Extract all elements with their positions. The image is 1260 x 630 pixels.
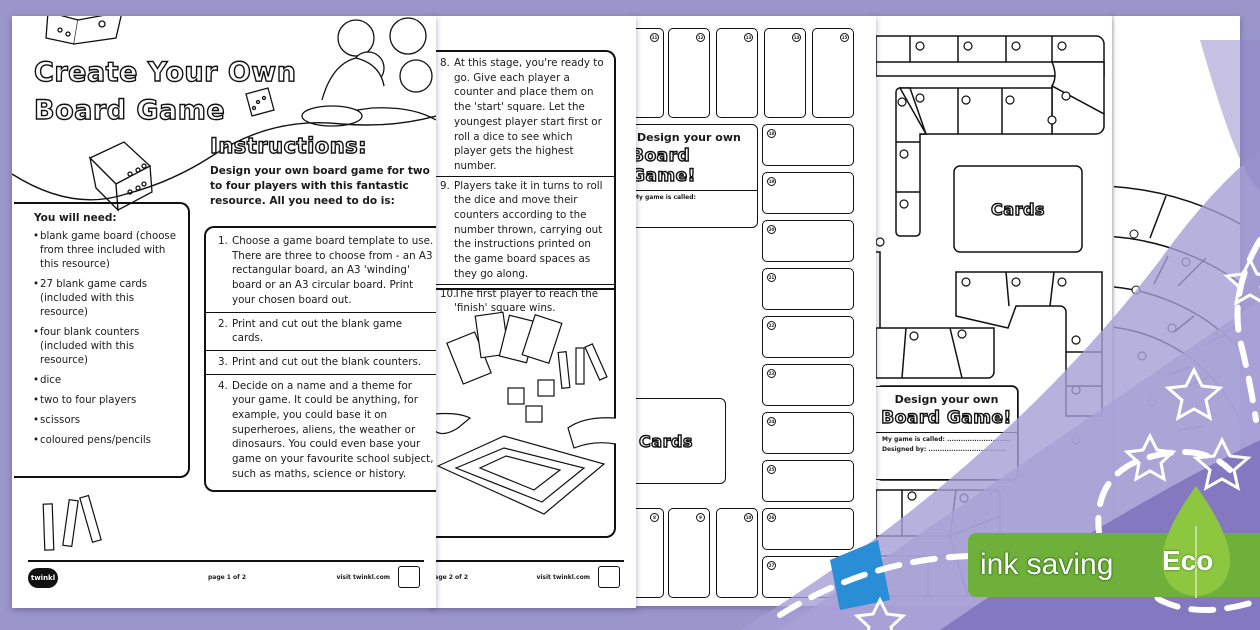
game-card: 25: [762, 460, 854, 502]
game-card: 24: [762, 412, 854, 454]
game-cards-page: 11 12 13 14 15 Design your own Board Gam…: [632, 16, 876, 606]
design-title-top: Design your own: [637, 131, 741, 144]
page-footer: twinkl page 1 of 2 visit twinkl.com: [28, 560, 424, 592]
instruction-step: 1. Choose a game board template to use. …: [206, 228, 436, 313]
materials-item: dice: [33, 374, 180, 388]
board-game-illustration: [434, 311, 617, 515]
design-title-box: Design your own Board Game! My game is c…: [633, 124, 758, 228]
game-card: 8: [636, 508, 664, 598]
quality-badge-icon: [398, 566, 420, 588]
instruction-steps-continued: 8. At this stage, you're ready to go. Gi…: [434, 50, 616, 314]
instruction-steps: 1. Choose a game board template to use. …: [204, 226, 436, 492]
instruction-step: 3. Print and cut out the blank counters.: [206, 351, 436, 375]
instruction-step: 2. Print and cut out the blank game card…: [206, 313, 436, 351]
materials-item: four blank counters (included with this …: [33, 326, 180, 368]
game-card: 26: [762, 508, 854, 550]
design-title-top: Design your own: [894, 393, 999, 406]
eco-leaf-drop-icon: [1161, 486, 1231, 598]
materials-list-title: You will need:: [34, 212, 117, 224]
materials-list-box: You will need: blank game board (choose …: [14, 202, 190, 478]
ink-saving-label: ink saving: [980, 548, 1114, 581]
materials-item: coloured pens/pencils: [33, 434, 180, 448]
intro-text: Design your own board game for two to fo…: [210, 165, 430, 207]
instruction-step: 4. Decide on a name and a theme for your…: [218, 379, 434, 480]
eco-label: Eco: [1162, 545, 1214, 576]
game-card: 23: [762, 364, 854, 406]
cards-pile-label: Cards: [990, 199, 1045, 219]
quality-badge-icon: [598, 566, 620, 588]
game-card: 27: [762, 556, 854, 598]
materials-item: 27 blank game cards (included with this …: [33, 278, 180, 320]
design-title-game: Board Game!: [876, 406, 1017, 433]
designed-by-field: Designed by: ...........................…: [882, 446, 1006, 453]
game-card: 14: [764, 28, 806, 118]
design-title-box: Design your own Board Game! My game is c…: [876, 386, 1018, 480]
page-number: page 1 of 2: [208, 574, 247, 581]
game-card: 22: [762, 316, 854, 358]
page-number: page 2 of 2: [430, 574, 469, 581]
materials-item: blank game board (choose from three incl…: [33, 230, 180, 272]
page-footer: page 2 of 2 visit twinkl.com: [434, 560, 624, 592]
twinkl-logo: twinkl: [28, 568, 58, 588]
materials-item: scissors: [33, 414, 180, 428]
game-card: 19: [762, 172, 854, 214]
board-game-illustration-frame: [434, 288, 617, 538]
winding-board-illustration: [876, 35, 1105, 597]
website-text: visit twinkl.com: [536, 574, 590, 581]
instruction-step: 10. The first player to reach the 'finis…: [440, 287, 599, 315]
website-text: visit twinkl.com: [336, 574, 390, 581]
game-card: 13: [716, 28, 758, 118]
cards-pile-label: Cards: [636, 398, 726, 484]
game-card: 21: [762, 268, 854, 310]
winding-board-page: Cards Design your own Board Game! My gam…: [872, 16, 1112, 606]
game-card: 9: [668, 508, 710, 598]
page-title: Create Your Own Board Game: [33, 56, 297, 126]
game-card: 11: [636, 28, 664, 118]
game-name-field: My game is called:: [633, 194, 696, 201]
game-card: 18: [762, 124, 854, 166]
game-name-field: My game is called: .....................…: [882, 436, 1011, 443]
decorative-illustrations: [12, 16, 436, 551]
game-card: 15: [812, 28, 854, 118]
design-title-game: Board Game!: [636, 144, 757, 191]
instructions-heading: Instructions:: [209, 133, 368, 158]
materials-list: blank game board (choose from three incl…: [33, 230, 180, 448]
game-card: 20: [762, 220, 854, 262]
instructions-page-1: Create Your Own Board Game Instructions:…: [12, 16, 436, 608]
game-card: 10: [716, 508, 758, 598]
instruction-step: 9. Players take it in turns to roll the …: [434, 177, 614, 285]
instruction-step: 8. At this stage, you're ready to go. Gi…: [434, 52, 614, 177]
materials-item: two to four players: [33, 394, 180, 408]
instructions-page-2: 8. At this stage, you're ready to go. Gi…: [430, 16, 636, 608]
game-card: 12: [668, 28, 710, 118]
